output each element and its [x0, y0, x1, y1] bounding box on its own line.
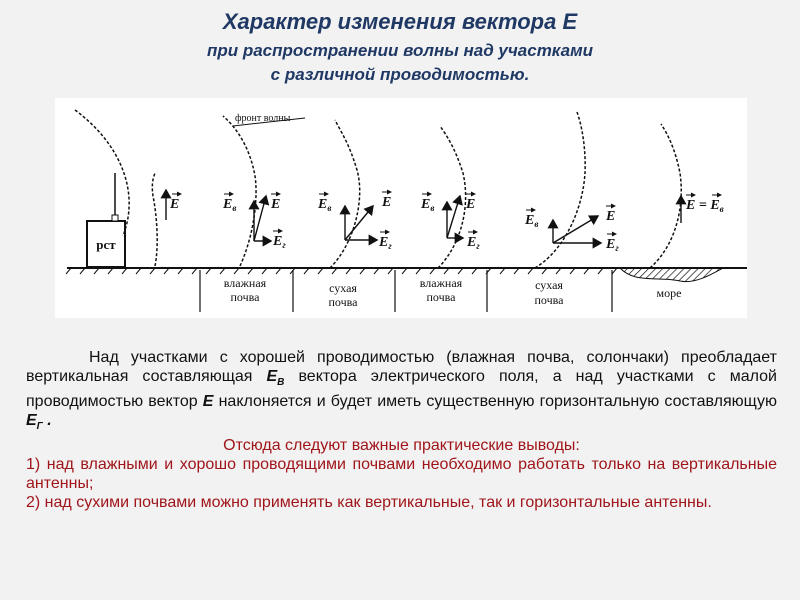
- zone-dividers: [199, 270, 613, 312]
- vector-label-E-equals-Ev: E = Eв: [685, 198, 724, 214]
- vector-label-E-4: E: [465, 197, 475, 212]
- vector-label-Eg-5: Eг: [605, 237, 619, 253]
- slide-subtitle-line2: с различной проводимостью.: [270, 65, 530, 84]
- vector-label-E-5: E: [605, 209, 615, 224]
- vector-label-E-1: E: [169, 197, 179, 212]
- symbol-Ev: EB: [266, 368, 285, 389]
- zone-label-dry-1-soil: почва: [329, 295, 359, 309]
- symbol-E: E: [202, 393, 214, 411]
- slide-subtitle-line1: при распространении волны над участками: [206, 41, 594, 60]
- radio-station-box: [86, 220, 126, 268]
- zone-label-sea: море: [657, 286, 682, 300]
- zone-label-wet-2-soil: почва: [427, 290, 457, 304]
- wave-front-label: фронт волны: [235, 113, 291, 124]
- zone-label-dry-1: сухая: [329, 281, 357, 295]
- wave-fronts: [74, 109, 682, 269]
- symbol-Eg: EГ: [26, 412, 43, 433]
- zone-label-wet-1: влажная: [224, 276, 267, 290]
- vector-group-5: [547, 215, 603, 249]
- vector-group-2: [248, 194, 273, 247]
- vector-label-E-3: E: [381, 195, 391, 210]
- conclusion-item-1: 1) над влажными и хорошо проводящими поч…: [26, 456, 777, 493]
- vector-label-Ev-4: Eв: [420, 197, 434, 213]
- vector-label-Ev-3: Eв: [317, 197, 331, 213]
- sea-area: [618, 267, 724, 283]
- vector-label-Eg-2: Eг: [272, 234, 286, 250]
- vector-group-4: [441, 194, 465, 244]
- vector-label-E-2: E: [270, 197, 280, 212]
- vector-label-Eg-3: Eг: [378, 235, 392, 251]
- conclusion-item-2: 2) над сухими почвами можно применять ка…: [26, 494, 712, 512]
- explanation-text: Над участками с хорошей проводимостью (в…: [26, 348, 777, 512]
- zone-label-wet-2: влажная: [420, 276, 463, 290]
- conclusion-heading: Отсюда следуют важные практические вывод…: [223, 437, 580, 455]
- antenna-base: [111, 214, 119, 222]
- ground-hatching: [65, 267, 618, 275]
- vector-label-Ev-2: Eв: [222, 197, 236, 213]
- vector-group-3: [339, 204, 379, 246]
- slide-title: Характер изменения вектора Е: [222, 9, 578, 34]
- zone-label-dry-2-soil: почва: [535, 293, 565, 307]
- wave-propagation-figure: влажная почва сухая почва влажная почва …: [55, 98, 747, 318]
- vector-label-Ev-5: Eв: [524, 213, 538, 229]
- zone-label-dry-2: сухая: [535, 278, 563, 292]
- wave-front-pointer: [232, 117, 306, 127]
- radio-station-label: рст: [96, 237, 116, 252]
- zone-label-wet-1-soil: почва: [231, 290, 261, 304]
- vector-label-Eg-4: Eг: [466, 235, 480, 251]
- paragraph-main: Над участками с хорошей проводимостью (в…: [26, 349, 777, 433]
